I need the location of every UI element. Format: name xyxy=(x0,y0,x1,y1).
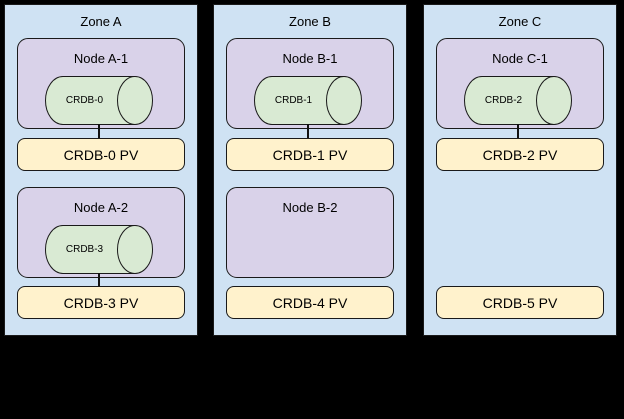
pv-label: CRDB-5 PV xyxy=(482,294,558,311)
pod-crdb-0: CRDB-0 xyxy=(45,76,153,125)
node-label: Node B-2 xyxy=(282,200,338,215)
pv-crdb-2: CRDB-2 PV xyxy=(436,138,604,171)
node-b1: Node B-1 CRDB-1 xyxy=(226,38,394,129)
pod-label: CRDB-1 xyxy=(274,95,313,106)
zone-label: Zone C xyxy=(498,14,542,29)
pv-crdb-3: CRDB-3 PV xyxy=(17,286,185,319)
zone-label: Zone A xyxy=(80,14,122,29)
cylinder-icon xyxy=(45,76,153,125)
cylinder-icon xyxy=(45,225,153,274)
pv-label: CRDB-1 PV xyxy=(272,146,348,163)
pv-crdb-4: CRDB-4 PV xyxy=(226,286,394,319)
node-a2: Node A-2 CRDB-3 xyxy=(17,187,185,278)
pod-crdb-3: CRDB-3 xyxy=(45,225,153,274)
zone-label: Zone B xyxy=(289,14,331,29)
connector-line xyxy=(98,124,100,138)
node-label: Node B-1 xyxy=(282,51,338,66)
pv-label: CRDB-4 PV xyxy=(272,294,348,311)
pod-label: CRDB-2 xyxy=(484,95,523,106)
pv-crdb-5: CRDB-5 PV xyxy=(436,286,604,319)
pv-label: CRDB-0 PV xyxy=(63,146,139,163)
node-label: Node C-1 xyxy=(492,51,548,66)
node-b2-empty: Node B-2 xyxy=(226,187,394,278)
pod-crdb-1: CRDB-1 xyxy=(254,76,362,125)
connector-line xyxy=(98,273,100,286)
pv-label: CRDB-2 PV xyxy=(482,146,558,163)
connector-line xyxy=(517,124,519,138)
zone-a: Zone A Node A-1 CRDB-0 CRDB-0 PV Node A-… xyxy=(4,4,198,336)
node-label: Node A-1 xyxy=(73,51,129,66)
pv-crdb-1: CRDB-1 PV xyxy=(226,138,394,171)
cylinder-icon xyxy=(254,76,362,125)
zone-b: Zone B Node B-1 CRDB-1 CRDB-1 PV Node B-… xyxy=(213,4,407,336)
connector-line xyxy=(307,124,309,138)
pv-crdb-0: CRDB-0 PV xyxy=(17,138,185,171)
pod-crdb-2: CRDB-2 xyxy=(464,76,572,125)
node-label: Node A-2 xyxy=(73,200,129,215)
pod-label: CRDB-3 xyxy=(65,244,104,255)
cylinder-icon xyxy=(464,76,572,125)
pod-label: CRDB-0 xyxy=(65,95,104,106)
node-a1: Node A-1 CRDB-0 xyxy=(17,38,185,129)
zone-c: Zone C Node C-1 CRDB-2 CRDB-2 PV CRDB-5 … xyxy=(423,4,617,336)
pv-label: CRDB-3 PV xyxy=(63,294,139,311)
node-c1: Node C-1 CRDB-2 xyxy=(436,38,604,129)
